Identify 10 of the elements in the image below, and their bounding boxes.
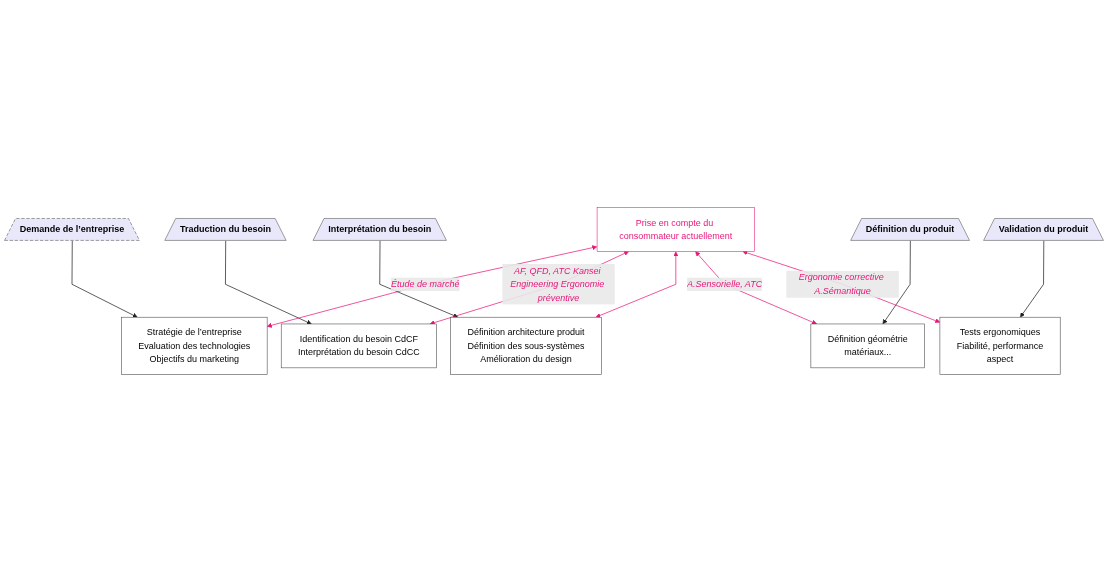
edge-label: A.Sensorielle, ATC bbox=[687, 279, 763, 290]
edge-label: AF, QFD, ATC Kansei Engineering Ergonomie préventive bbox=[510, 266, 605, 303]
node-box: Tests ergonomiques Fiabilité, performance aspect bbox=[939, 317, 1061, 376]
node-box: Définition architecture produit Définition des sous-systèmes Amélioration du design bbox=[450, 317, 602, 376]
edge-label: Étude de marché bbox=[391, 279, 460, 290]
node-box: Définition géométrie matériaux... bbox=[810, 324, 925, 369]
node-box: Identification du besoin CdCF Interprétation du besoin CdCC bbox=[280, 324, 437, 369]
node-box: Prise en compte du consommateur actuellement bbox=[596, 207, 755, 253]
node-box: Stratégie de l’entreprise Evaluation des technologies Objectifs du marketing bbox=[121, 317, 268, 376]
edge-label: Ergonomie corrective A.Sémantique bbox=[798, 272, 884, 296]
